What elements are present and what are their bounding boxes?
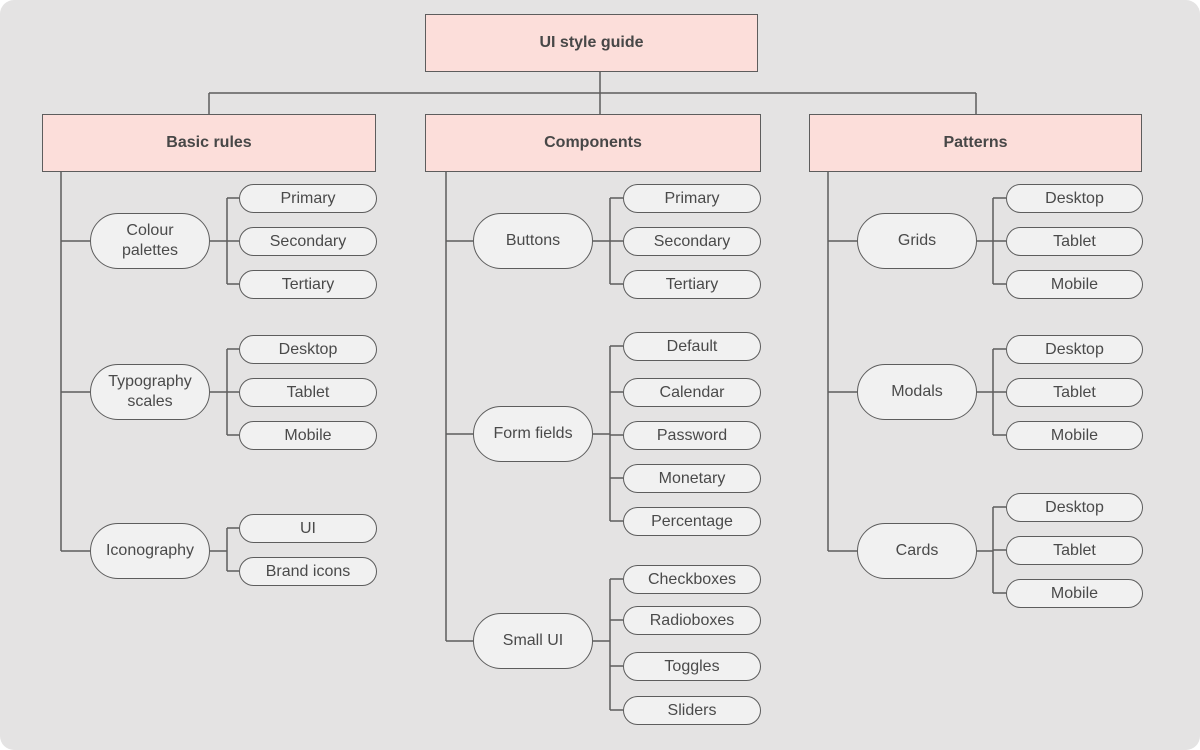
connector-iconography-children bbox=[210, 527, 239, 572]
group-node-buttons: Buttons bbox=[473, 213, 593, 269]
leaf-node-tablet: Tablet bbox=[1006, 227, 1143, 256]
connector-root-to-sections bbox=[208, 72, 977, 114]
leaf-node-mobile: Mobile bbox=[239, 421, 377, 450]
group-node-grids: Grids bbox=[857, 213, 977, 269]
section-header-patterns: Patterns bbox=[809, 114, 1142, 172]
connector-grids-children bbox=[977, 197, 1006, 285]
leaf-node-mobile: Mobile bbox=[1006, 421, 1143, 450]
section-header-basic-rules: Basic rules bbox=[42, 114, 376, 172]
connector-colour-palettes-children bbox=[210, 197, 239, 285]
connector-form-fields-children bbox=[593, 345, 623, 522]
group-node-cards: Cards bbox=[857, 523, 977, 579]
connector-basic-rules-spine bbox=[60, 172, 90, 552]
leaf-node-brand-icons: Brand icons bbox=[239, 557, 377, 586]
leaf-node-desktop: Desktop bbox=[1006, 335, 1143, 364]
leaf-node-desktop: Desktop bbox=[1006, 184, 1143, 213]
leaf-node-secondary: Secondary bbox=[623, 227, 761, 256]
group-node-typography-scales: Typography scales bbox=[90, 364, 210, 420]
leaf-node-tertiary: Tertiary bbox=[239, 270, 377, 299]
leaf-node-tablet: Tablet bbox=[239, 378, 377, 407]
leaf-node-radioboxes: Radioboxes bbox=[623, 606, 761, 635]
root-node-ui-style-guide: UI style guide bbox=[425, 14, 758, 72]
leaf-node-calendar: Calendar bbox=[623, 378, 761, 407]
leaf-node-mobile: Mobile bbox=[1006, 579, 1143, 608]
group-node-iconography: Iconography bbox=[90, 523, 210, 579]
leaf-node-default: Default bbox=[623, 332, 761, 361]
leaf-node-tertiary: Tertiary bbox=[623, 270, 761, 299]
connector-cards-children bbox=[977, 506, 1006, 594]
leaf-node-monetary: Monetary bbox=[623, 464, 761, 493]
leaf-node-percentage: Percentage bbox=[623, 507, 761, 536]
connector-small-ui-children bbox=[593, 578, 623, 711]
connector-patterns-spine bbox=[827, 172, 857, 552]
group-node-modals: Modals bbox=[857, 364, 977, 420]
group-node-colour-palettes: Colour palettes bbox=[90, 213, 210, 269]
leaf-node-tablet: Tablet bbox=[1006, 536, 1143, 565]
leaf-node-desktop: Desktop bbox=[1006, 493, 1143, 522]
group-node-small-ui: Small UI bbox=[473, 613, 593, 669]
section-header-components: Components bbox=[425, 114, 761, 172]
leaf-node-mobile: Mobile bbox=[1006, 270, 1143, 299]
leaf-node-secondary: Secondary bbox=[239, 227, 377, 256]
connector-buttons-children bbox=[593, 197, 623, 285]
group-node-form-fields: Form fields bbox=[473, 406, 593, 462]
leaf-node-sliders: Sliders bbox=[623, 696, 761, 725]
leaf-node-primary: Primary bbox=[623, 184, 761, 213]
leaf-node-desktop: Desktop bbox=[239, 335, 377, 364]
connector-components-spine bbox=[445, 172, 473, 642]
leaf-node-password: Password bbox=[623, 421, 761, 450]
leaf-node-tablet: Tablet bbox=[1006, 378, 1143, 407]
connector-modals-children bbox=[977, 348, 1006, 436]
leaf-node-ui: UI bbox=[239, 514, 377, 543]
leaf-node-toggles: Toggles bbox=[623, 652, 761, 681]
leaf-node-checkboxes: Checkboxes bbox=[623, 565, 761, 594]
leaf-node-primary: Primary bbox=[239, 184, 377, 213]
connector-typography-scales-children bbox=[210, 348, 239, 436]
